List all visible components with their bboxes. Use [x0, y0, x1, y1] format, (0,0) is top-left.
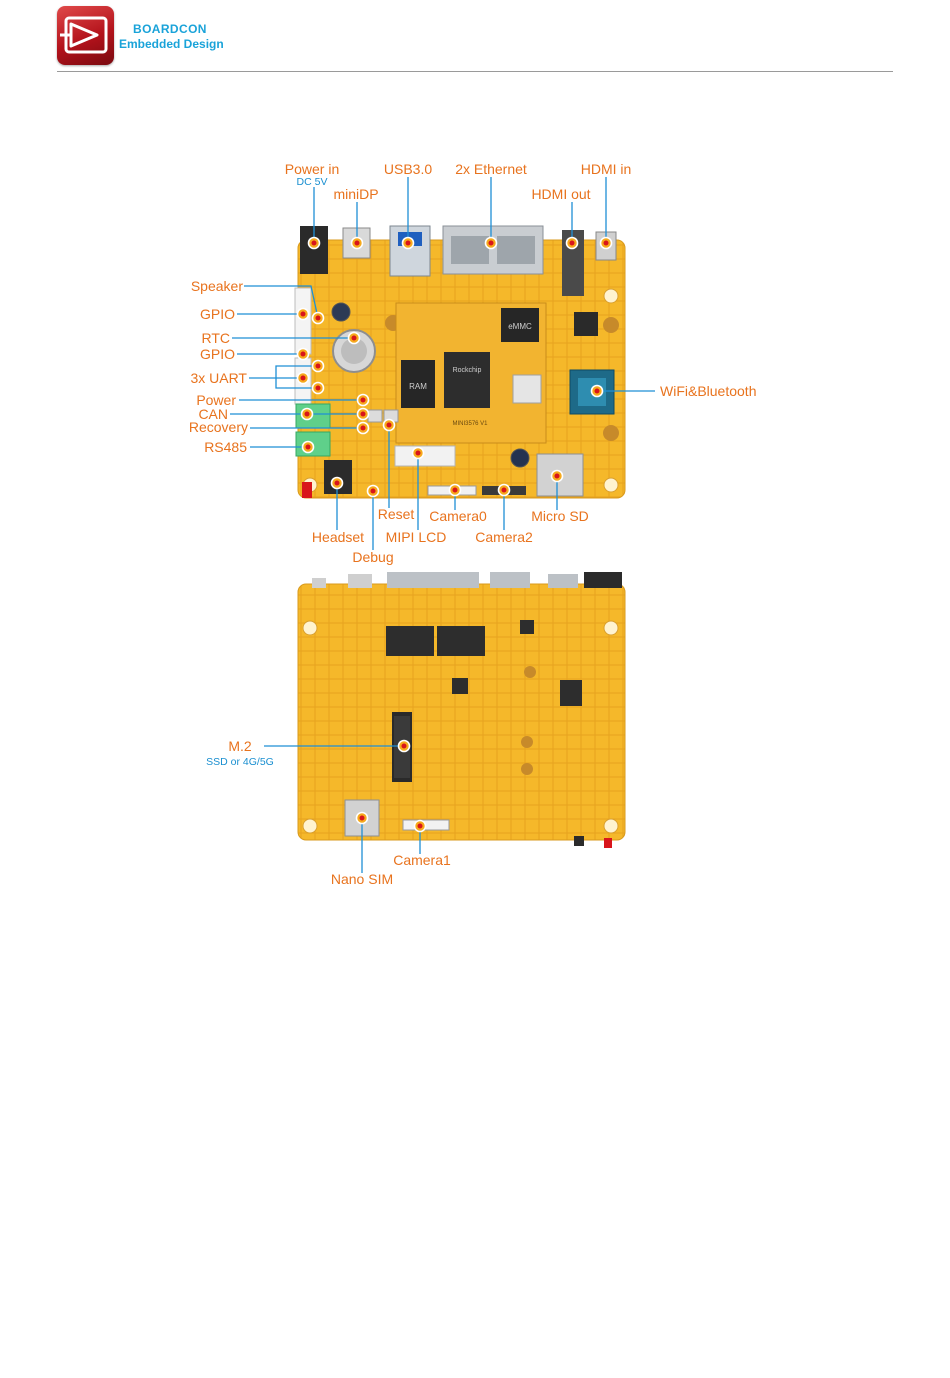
- mipi-lcd-connector: [395, 446, 455, 466]
- module-silkscreen: MINI3576 V1: [452, 421, 488, 427]
- can-marker-2: [358, 409, 369, 420]
- label-hdmi-out: HDMI out: [531, 186, 590, 202]
- hdmi-out-marker: [567, 238, 578, 249]
- soc-chip: [444, 352, 490, 408]
- camera0-marker: [450, 485, 461, 496]
- label-uart: 3x UART: [190, 370, 247, 386]
- bottom-ram-chip-1: [386, 626, 434, 656]
- ethernet-marker: [486, 238, 497, 249]
- label-gpio-mid: GPIO: [200, 346, 235, 362]
- uart-marker-2: [298, 373, 309, 384]
- rs485-marker: [303, 442, 314, 453]
- label-nano-sim: Nano SIM: [331, 871, 393, 887]
- label-recovery: Recovery: [189, 419, 248, 435]
- top-board: RAM Rockchip eMMC MINI3576 V1: [295, 226, 625, 498]
- m2-marker: [399, 741, 410, 752]
- label-ethernet: 2x Ethernet: [455, 161, 527, 177]
- label-reset: Reset: [378, 506, 415, 522]
- gpio-header: [295, 288, 311, 354]
- recovery-marker: [358, 423, 369, 434]
- label-minidp: miniDP: [333, 186, 378, 202]
- label-rs485: RS485: [204, 439, 247, 455]
- label-power-in: Power in: [285, 161, 339, 177]
- label-hdmi-in: HDMI in: [581, 161, 632, 177]
- reset-marker: [384, 420, 395, 431]
- label-camera0: Camera0: [429, 508, 487, 524]
- label-speaker: Speaker: [191, 278, 243, 294]
- label-rtc: RTC: [201, 330, 230, 346]
- minidp-marker: [352, 238, 363, 249]
- power-in-marker: [309, 238, 320, 249]
- label-micro-sd: Micro SD: [531, 508, 589, 524]
- label-wifi-bt: WiFi&Bluetooth: [660, 383, 756, 399]
- mipi-lcd-marker: [413, 448, 424, 459]
- label-gpio-top: GPIO: [200, 306, 235, 322]
- label-m2: M.2: [228, 738, 252, 754]
- label-camera1: Camera1: [393, 852, 451, 868]
- wifi-bt-marker: [592, 386, 603, 397]
- ram-silkscreen: RAM: [409, 382, 427, 391]
- label-camera2: Camera2: [475, 529, 533, 545]
- label-headset: Headset: [312, 529, 364, 545]
- hdmi-in-marker: [601, 238, 612, 249]
- label-debug: Debug: [352, 549, 393, 565]
- label-m2-sub: SSD or 4G/5G: [206, 756, 274, 768]
- soc-silkscreen: Rockchip: [453, 367, 482, 374]
- power-marker: [358, 395, 369, 406]
- gpio-top-marker: [298, 309, 309, 320]
- camera1-marker: [415, 821, 426, 832]
- can-marker: [302, 409, 313, 420]
- usb30-marker: [403, 238, 414, 249]
- uart-marker-3: [313, 383, 324, 394]
- emmc-silkscreen: eMMC: [508, 322, 532, 331]
- bottom-ram-chip-2: [437, 626, 485, 656]
- rtc-marker: [349, 333, 360, 344]
- micro-sd-marker: [552, 471, 563, 482]
- headset-marker: [332, 478, 343, 489]
- label-usb30: USB3.0: [384, 161, 432, 177]
- debug-marker: [368, 486, 379, 497]
- speaker-marker: [313, 313, 324, 324]
- label-power-in-sub: DC 5V: [297, 176, 328, 188]
- label-mipi-lcd: MIPI LCD: [386, 529, 447, 545]
- bottom-board: [298, 572, 625, 848]
- gpio-mid-marker: [298, 349, 309, 360]
- uart-marker-1: [313, 361, 324, 372]
- nano-sim-marker: [357, 813, 368, 824]
- camera2-marker: [499, 485, 510, 496]
